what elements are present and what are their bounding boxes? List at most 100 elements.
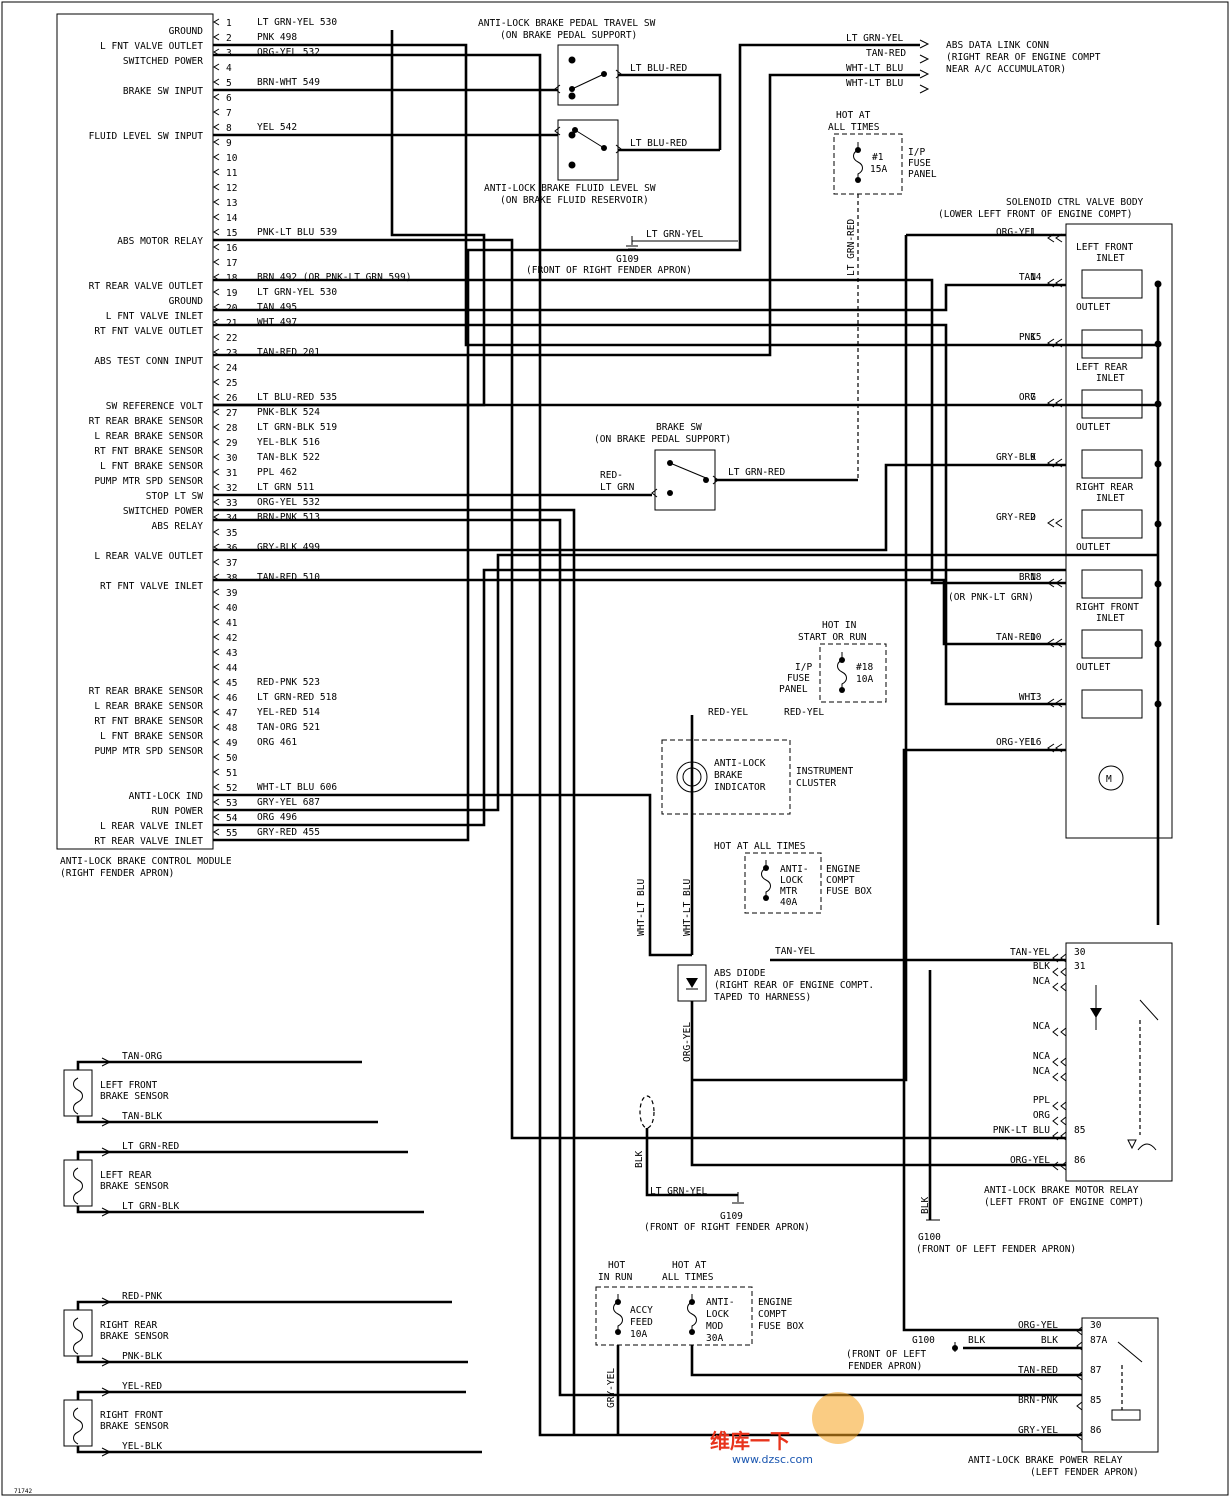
solenoid-terminal-pin: 1 bbox=[1030, 227, 1036, 238]
svg-text:MTR: MTR bbox=[780, 886, 797, 897]
pin-wire-label: TAN-RED 510 bbox=[257, 572, 320, 583]
svg-text:10A: 10A bbox=[630, 1329, 647, 1340]
pin-connector bbox=[213, 753, 220, 761]
svg-text:(FRONT OF LEFT FENDER APRON): (FRONT OF LEFT FENDER APRON) bbox=[916, 1244, 1076, 1255]
sensor-name-2: BRAKE SENSOR bbox=[100, 1331, 169, 1342]
sensor-wire bbox=[76, 1060, 378, 1124]
pin-number: 55 bbox=[226, 828, 237, 839]
svg-text:HOT IN: HOT IN bbox=[822, 620, 857, 631]
sensor-coil bbox=[73, 1407, 83, 1445]
svg-text:COMPT: COMPT bbox=[826, 875, 855, 886]
motor-relay-connector bbox=[1052, 1072, 1067, 1082]
svg-text:G109: G109 bbox=[616, 254, 639, 265]
pin-wire-label: TAN-RED 201 bbox=[257, 347, 320, 358]
valve-coil bbox=[1081, 689, 1143, 719]
valve-coil bbox=[1081, 509, 1143, 539]
data-link-wire-4: WHT-LT BLU bbox=[846, 78, 903, 89]
pin-connector bbox=[213, 228, 220, 236]
module-location: (RIGHT FENDER APRON) bbox=[60, 868, 174, 879]
solenoid-terminal-wire: TAN-RED bbox=[996, 632, 1036, 643]
svg-text:(FRONT OF RIGHT FENDER APRON): (FRONT OF RIGHT FENDER APRON) bbox=[644, 1222, 810, 1233]
pin-number: 24 bbox=[226, 363, 238, 374]
fuse-1-15a: HOT AT ALL TIMES #1 15A I/P FUSE PANEL L… bbox=[828, 110, 937, 478]
svg-text:ENGINE: ENGINE bbox=[758, 1297, 793, 1308]
motor-relay-wire: NCA bbox=[1033, 1066, 1050, 1077]
svg-text:ALL TIMES: ALL TIMES bbox=[662, 1272, 714, 1283]
pin-connector bbox=[213, 183, 220, 191]
motor-relay-pin: 30 bbox=[1074, 947, 1086, 958]
fuse-18-10a: HOT IN START OR RUN #18 10A I/P FUSE PAN… bbox=[779, 620, 887, 718]
valve-name: LEFT FRONT bbox=[1076, 242, 1133, 253]
motor-relay-connector bbox=[1052, 1116, 1067, 1126]
fluid-switch-title: ANTI-LOCK BRAKE FLUID LEVEL SW bbox=[484, 183, 656, 194]
pin-number: 17 bbox=[226, 258, 237, 269]
splice-and-grounds: BLK LT GRN-YEL G109 (FRONT OF RIGHT FEND… bbox=[634, 1095, 1076, 1255]
terminal-label: STOP LT SW bbox=[146, 491, 203, 502]
power-relay-wire: ORG-YEL bbox=[1018, 1320, 1058, 1331]
pin-number: 32 bbox=[226, 483, 237, 494]
svg-text:I/P: I/P bbox=[908, 147, 925, 158]
pin-number: 47 bbox=[226, 708, 237, 719]
motor-relay-wire: NCA bbox=[1033, 1021, 1050, 1032]
terminal-label: GROUND bbox=[169, 296, 204, 307]
terminal-label: RT REAR BRAKE SENSOR bbox=[89, 416, 204, 427]
pin-wire-label: RED-PNK 523 bbox=[257, 677, 320, 688]
sensor-wire-bottom: PNK-BLK bbox=[122, 1351, 162, 1362]
valve-name: OUTLET bbox=[1076, 302, 1111, 313]
sensor-coil bbox=[73, 1167, 83, 1205]
svg-text:15A: 15A bbox=[870, 164, 887, 175]
fuse-anti-lock-mtr-40a: HOT AT ALL TIMES ANTI- LOCK MTR 40A ENGI… bbox=[714, 841, 872, 957]
power-relay-pin: 85 bbox=[1090, 1395, 1101, 1406]
pin-wire-label: LT GRN-RED 518 bbox=[257, 692, 337, 703]
pin-wire-label: PNK-LT BLU 539 bbox=[257, 227, 337, 238]
pin-number: 14 bbox=[226, 213, 238, 224]
data-link-title: ABS DATA LINK CONN bbox=[946, 40, 1049, 51]
pin-connector bbox=[213, 483, 220, 491]
sensor-connector bbox=[101, 1387, 112, 1457]
abs-diode: WHT-LT BLU WHT-LT BLU ABS DIODE (RIGHT R… bbox=[636, 879, 874, 1062]
pin-wire-label: WHT 497 bbox=[257, 317, 297, 328]
valve-name: LEFT REAR bbox=[1076, 362, 1128, 373]
svg-text:(ON BRAKE PEDAL SUPPORT): (ON BRAKE PEDAL SUPPORT) bbox=[594, 434, 731, 445]
pin-connector bbox=[213, 168, 220, 176]
power-relay-pin: 30 bbox=[1090, 1320, 1102, 1331]
valve-name: RIGHT FRONT bbox=[1076, 602, 1139, 613]
pin-connector bbox=[213, 393, 220, 401]
pin-number: 51 bbox=[226, 768, 238, 779]
sensor-connector bbox=[101, 1057, 112, 1127]
data-link-location-2: NEAR A/C ACCUMULATOR) bbox=[946, 64, 1066, 75]
motor-relay-connector bbox=[1052, 967, 1067, 977]
pin-number: 9 bbox=[226, 138, 232, 149]
svg-text:TAN-YEL: TAN-YEL bbox=[775, 946, 815, 957]
module-title: ANTI-LOCK BRAKE CONTROL MODULE bbox=[60, 856, 232, 867]
svg-text:#18: #18 bbox=[856, 662, 873, 673]
svg-text:ALL TIMES: ALL TIMES bbox=[828, 122, 880, 133]
terminal-label: FLUID LEVEL SW INPUT bbox=[89, 131, 204, 142]
solenoid-terminal-wire: ORG-YEL bbox=[996, 227, 1036, 238]
solenoid-terminal-pin: 13 bbox=[1030, 692, 1041, 703]
motor-relay-connector bbox=[1052, 1057, 1067, 1067]
pin-connector bbox=[213, 798, 220, 806]
pin-wire-label: TAN-ORG 521 bbox=[257, 722, 320, 733]
terminal-label: L REAR BRAKE SENSOR bbox=[94, 431, 203, 442]
sensor-wire-top: TAN-ORG bbox=[122, 1051, 162, 1062]
motor-relay-wire: PNK-LT BLU bbox=[993, 1125, 1050, 1136]
terminal-label: ABS RELAY bbox=[152, 521, 204, 532]
pin-number: 4 bbox=[226, 63, 232, 74]
pin-connector bbox=[213, 633, 220, 641]
terminal-label: ANTI-LOCK IND bbox=[129, 791, 204, 802]
svg-text:M: M bbox=[1106, 774, 1112, 785]
pin-connector bbox=[213, 63, 220, 71]
sensor-body bbox=[63, 1309, 93, 1357]
svg-text:10A: 10A bbox=[856, 674, 873, 685]
svg-text:LT GRN-YEL: LT GRN-YEL bbox=[646, 229, 703, 240]
pedal-travel-switch: ANTI-LOCK BRAKE PEDAL TRAVEL SW (ON BRAK… bbox=[478, 18, 687, 106]
solenoid-terminal-pin: 7 bbox=[1030, 392, 1036, 403]
pin-number: 37 bbox=[226, 558, 237, 569]
fluid-switch-wire: LT BLU-RED bbox=[630, 138, 687, 149]
pin-connector bbox=[213, 243, 220, 251]
